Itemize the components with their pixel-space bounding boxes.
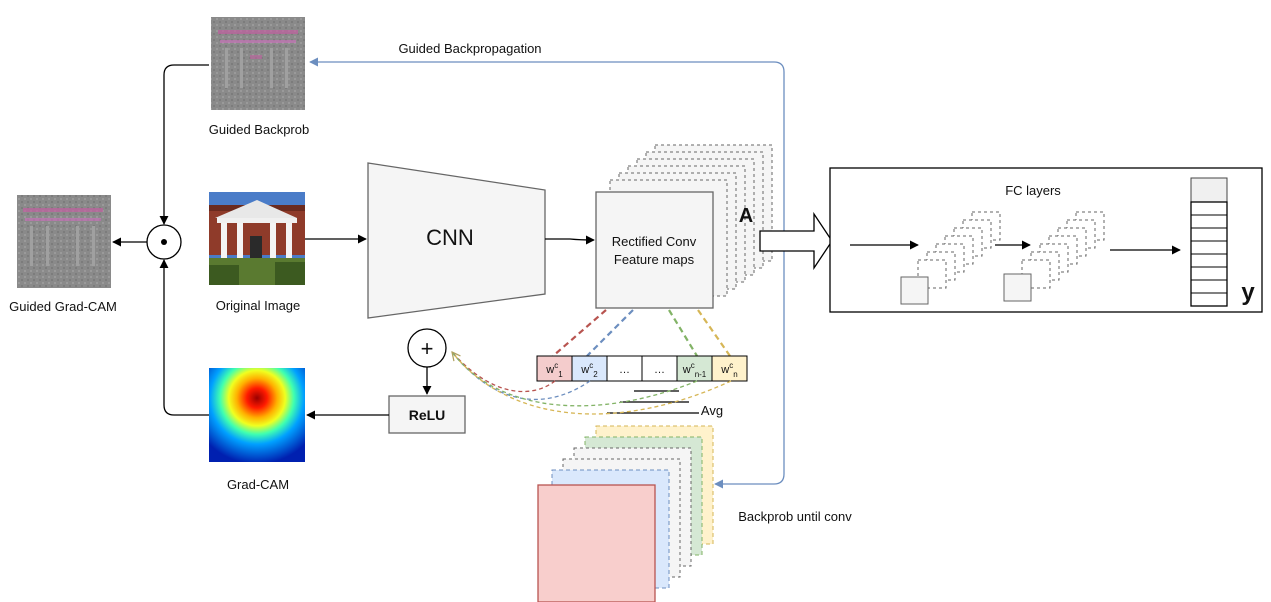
gradient-map-stack bbox=[537, 425, 714, 602]
weight-cell bbox=[676, 355, 713, 382]
big-arrow-to-fc bbox=[759, 211, 833, 271]
fc-stack-1 bbox=[900, 211, 1001, 305]
relu-label: ReLU bbox=[409, 407, 446, 423]
weight-label: wcn-1 bbox=[682, 361, 707, 379]
output-vector bbox=[1190, 177, 1228, 307]
guided-gradcam-label: Guided Grad-CAM bbox=[9, 299, 117, 314]
gradcam-heatmap bbox=[209, 368, 305, 462]
guided-gradcam-image bbox=[17, 195, 111, 288]
rectified-label-line2: Feature maps bbox=[614, 252, 695, 267]
gradcam-label: Grad-CAM bbox=[227, 477, 289, 492]
weight-cell bbox=[711, 355, 748, 382]
weight-label: … bbox=[654, 364, 665, 376]
green-curve-to-plus bbox=[451, 351, 698, 407]
dot-symbol bbox=[161, 239, 167, 245]
guided-backpropagation-label: Guided Backpropagation bbox=[398, 41, 541, 56]
red-curve-to-plus bbox=[451, 351, 556, 393]
rectified-label-line1: Rectified Conv bbox=[612, 234, 697, 249]
weight-label: wc2 bbox=[580, 361, 598, 379]
fc-layers-label: FC layers bbox=[1005, 183, 1061, 198]
fc-stack-2 bbox=[1003, 211, 1105, 302]
guided-backprop-arrow bbox=[309, 57, 785, 237]
arrow-guided-to-dot bbox=[159, 64, 209, 225]
cnn-block bbox=[367, 162, 546, 319]
original-image-label: Original Image bbox=[216, 298, 301, 313]
arrow-gradcam-to-dot bbox=[159, 259, 209, 416]
avg-label: Avg bbox=[701, 403, 723, 418]
green-dash-to-wn1 bbox=[668, 309, 698, 357]
blue-dash-to-w2 bbox=[586, 309, 634, 357]
feature-map-stack bbox=[595, 144, 773, 309]
weight-label: … bbox=[619, 364, 630, 376]
weight-label: wcn bbox=[720, 361, 737, 379]
original-image bbox=[209, 192, 305, 285]
plus-symbol: + bbox=[421, 336, 434, 361]
backprob-until-conv-label: Backprob until conv bbox=[738, 509, 852, 524]
guided-backprob-label: Guided Backprob bbox=[209, 122, 309, 137]
guided-backprop-image bbox=[211, 17, 305, 110]
feature-map-A-label: A bbox=[739, 205, 753, 227]
output-y-label: y bbox=[1241, 279, 1255, 306]
backprob-until-conv-arrow bbox=[714, 236, 785, 489]
orange-curve-to-plus bbox=[452, 352, 732, 415]
cnn-label: CNN bbox=[426, 225, 474, 250]
red-dash-to-w1 bbox=[552, 309, 607, 357]
weight-label: wc1 bbox=[545, 361, 563, 379]
weights-row: wc1 wc2 … … wcn-1 wcn bbox=[536, 355, 748, 382]
arrow-cnn-to-maps bbox=[545, 235, 595, 245]
weight-cell bbox=[641, 355, 678, 382]
orange-dash-to-wn bbox=[697, 309, 731, 357]
weight-cell bbox=[606, 355, 643, 382]
